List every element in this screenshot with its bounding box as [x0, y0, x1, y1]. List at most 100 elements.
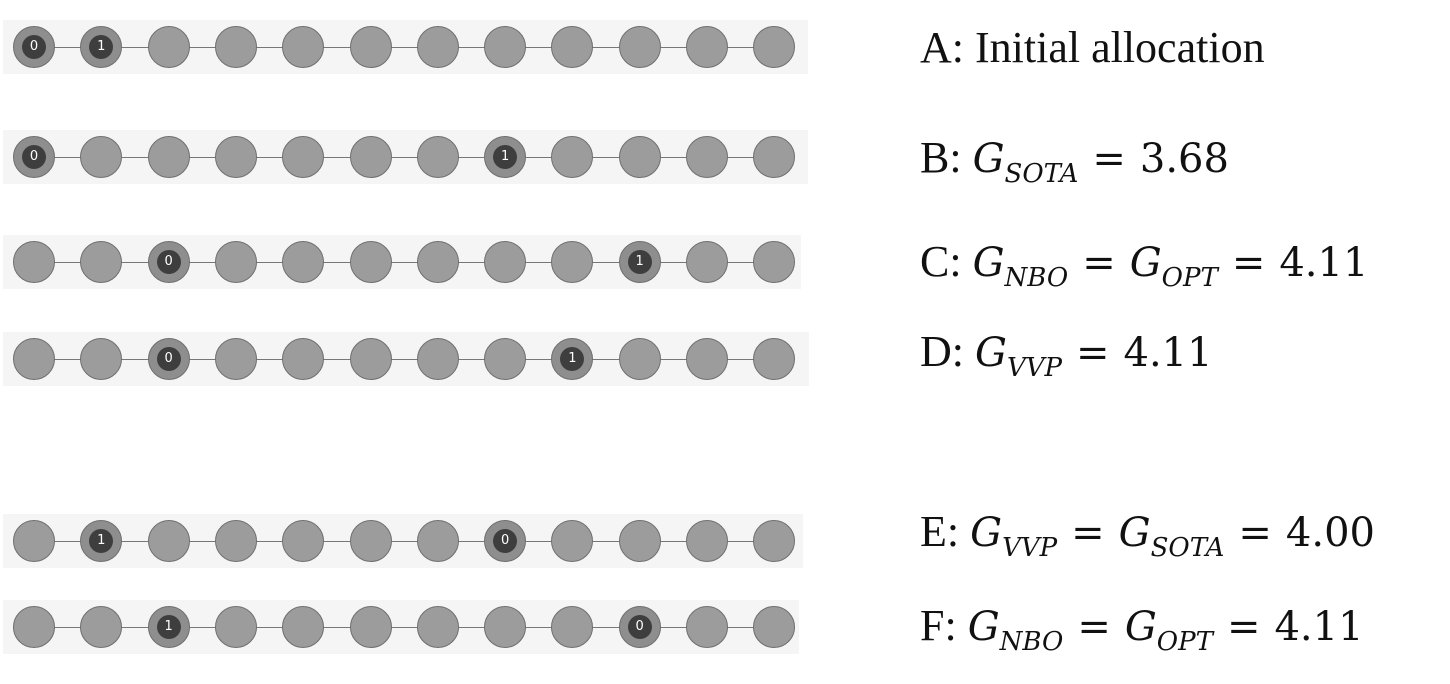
equals-sign: =	[1226, 604, 1261, 650]
caption-letter: C:	[920, 237, 973, 286]
qubit-site	[686, 606, 728, 648]
qubit-site	[753, 606, 796, 648]
qubit-site	[618, 26, 661, 68]
qubit-site	[147, 26, 190, 68]
logical-qubit-1: 1	[89, 529, 114, 553]
qubit-site	[282, 241, 325, 283]
qubit-site: 1	[484, 136, 527, 178]
qubit-site	[484, 26, 527, 68]
formula-subscript: SOTA	[1150, 533, 1225, 563]
logical-qubit-0: 0	[156, 250, 181, 274]
coupling-line	[33, 359, 779, 360]
caption-letter: B:	[920, 133, 973, 182]
gain-value: 4.11	[1279, 240, 1369, 286]
gain-value: 4.11	[1123, 330, 1213, 376]
qubit-site	[484, 241, 527, 283]
qubit-site	[416, 520, 459, 562]
qubit-site	[282, 338, 325, 380]
formula-subscript: SOTA	[1004, 159, 1079, 189]
qubit-site: 0	[147, 338, 190, 380]
qubit-site	[349, 241, 392, 283]
qubit-site: 1	[80, 520, 123, 562]
qubit-site	[80, 136, 123, 178]
qubit-site	[80, 606, 123, 648]
gain-value: 3.68	[1139, 136, 1229, 182]
formula-variable: G	[967, 604, 1000, 650]
qubit-site: 1	[551, 338, 594, 380]
qubit-site	[349, 136, 392, 178]
qubit-site	[349, 26, 392, 68]
qubit-site	[416, 26, 459, 68]
qubit-site	[214, 338, 257, 380]
qubit-site	[349, 606, 392, 648]
formula-subscript: NBO	[999, 627, 1064, 657]
formula-variable: G	[1129, 240, 1162, 286]
qubit-site	[13, 241, 55, 283]
formula-subscript: OPT	[1161, 263, 1218, 293]
qubit-site	[753, 26, 796, 68]
qubit-site: 0	[618, 606, 661, 648]
caption-formula: GNBO=GOPT=4.11	[967, 604, 1364, 655]
logical-qubit-1: 1	[493, 145, 518, 169]
qubit-site: 1	[618, 241, 661, 283]
coupling-line	[33, 627, 769, 628]
formula-variable: G	[972, 240, 1005, 286]
qubit-site: 0	[147, 241, 190, 283]
caption-formula: GVVP=GSOTA=4.00	[970, 510, 1375, 561]
equals-sign: =	[1082, 240, 1116, 286]
formula-variable: G	[975, 330, 1007, 376]
row-caption-c: C: GNBO=GOPT=4.11	[920, 237, 1369, 292]
qubit-site: 0	[484, 520, 527, 562]
qubit-site	[416, 241, 459, 283]
qubit-site	[484, 606, 527, 648]
coupling-line	[33, 47, 778, 48]
qubit-site	[618, 338, 661, 380]
formula-variable: G	[1118, 510, 1151, 556]
logical-qubit-1: 1	[89, 35, 114, 59]
qubit-site	[282, 136, 325, 178]
qubit-site	[686, 136, 728, 178]
qubit-site	[80, 338, 123, 380]
logical-qubit-0: 0	[493, 529, 518, 553]
qubit-site	[551, 520, 594, 562]
qubit-site	[686, 241, 728, 283]
qubit-site	[80, 241, 123, 283]
qubit-site	[551, 606, 594, 648]
qubit-site	[416, 136, 459, 178]
equals-sign: =	[1077, 604, 1111, 650]
caption-formula: GNBO=GOPT=4.11	[972, 240, 1369, 291]
qubit-site	[282, 26, 325, 68]
formula-subscript: VVP	[1002, 533, 1058, 563]
formula-subscript: VVP	[1006, 353, 1062, 383]
gain-value: 4.00	[1285, 510, 1375, 556]
qubit-site	[551, 26, 594, 68]
logical-qubit-0: 0	[156, 347, 181, 371]
coupling-line	[33, 262, 771, 263]
formula-subscript: NBO	[1004, 263, 1069, 293]
caption-letter: A:	[920, 23, 975, 72]
qubit-site	[214, 136, 257, 178]
logical-qubit-0: 0	[22, 145, 46, 169]
logical-qubit-1: 1	[156, 615, 181, 639]
qubit-site	[686, 26, 728, 68]
row-caption-a: A: Initial allocation	[920, 26, 1265, 70]
formula-variable: G	[972, 136, 1005, 182]
qubit-site	[147, 136, 190, 178]
qubit-site	[13, 520, 55, 562]
caption-letter: F:	[920, 601, 968, 650]
qubit-site: 1	[80, 26, 123, 68]
qubit-site	[753, 520, 796, 562]
logical-qubit-1: 1	[627, 250, 652, 274]
qubit-site	[484, 338, 527, 380]
qubit-site	[753, 338, 796, 380]
qubit-site	[214, 520, 257, 562]
qubit-site	[147, 520, 190, 562]
qubit-site	[753, 241, 796, 283]
qubit-site	[618, 520, 661, 562]
qubit-site	[214, 26, 257, 68]
coupling-line	[33, 157, 778, 158]
formula-subscript: OPT	[1156, 627, 1213, 657]
